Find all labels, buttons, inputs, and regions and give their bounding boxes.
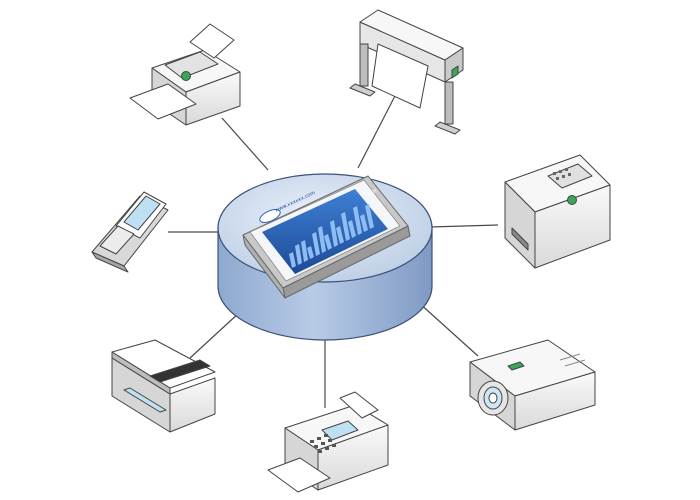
link-mfp <box>430 225 498 227</box>
plotter-icon <box>350 10 463 134</box>
projector-icon <box>470 340 595 430</box>
link-projector <box>418 302 478 356</box>
scanner-icon <box>112 340 215 432</box>
link-laser-printer <box>222 118 268 170</box>
power-indicator-icon <box>182 72 191 81</box>
mobile-phone-icon <box>92 192 168 272</box>
laser-printer-icon <box>130 24 240 125</box>
link-scanner <box>190 312 240 358</box>
link-plotter <box>358 90 398 168</box>
fax-icon <box>268 392 388 492</box>
power-indicator-icon <box>568 196 577 205</box>
multifunction-printer-icon <box>505 155 610 268</box>
